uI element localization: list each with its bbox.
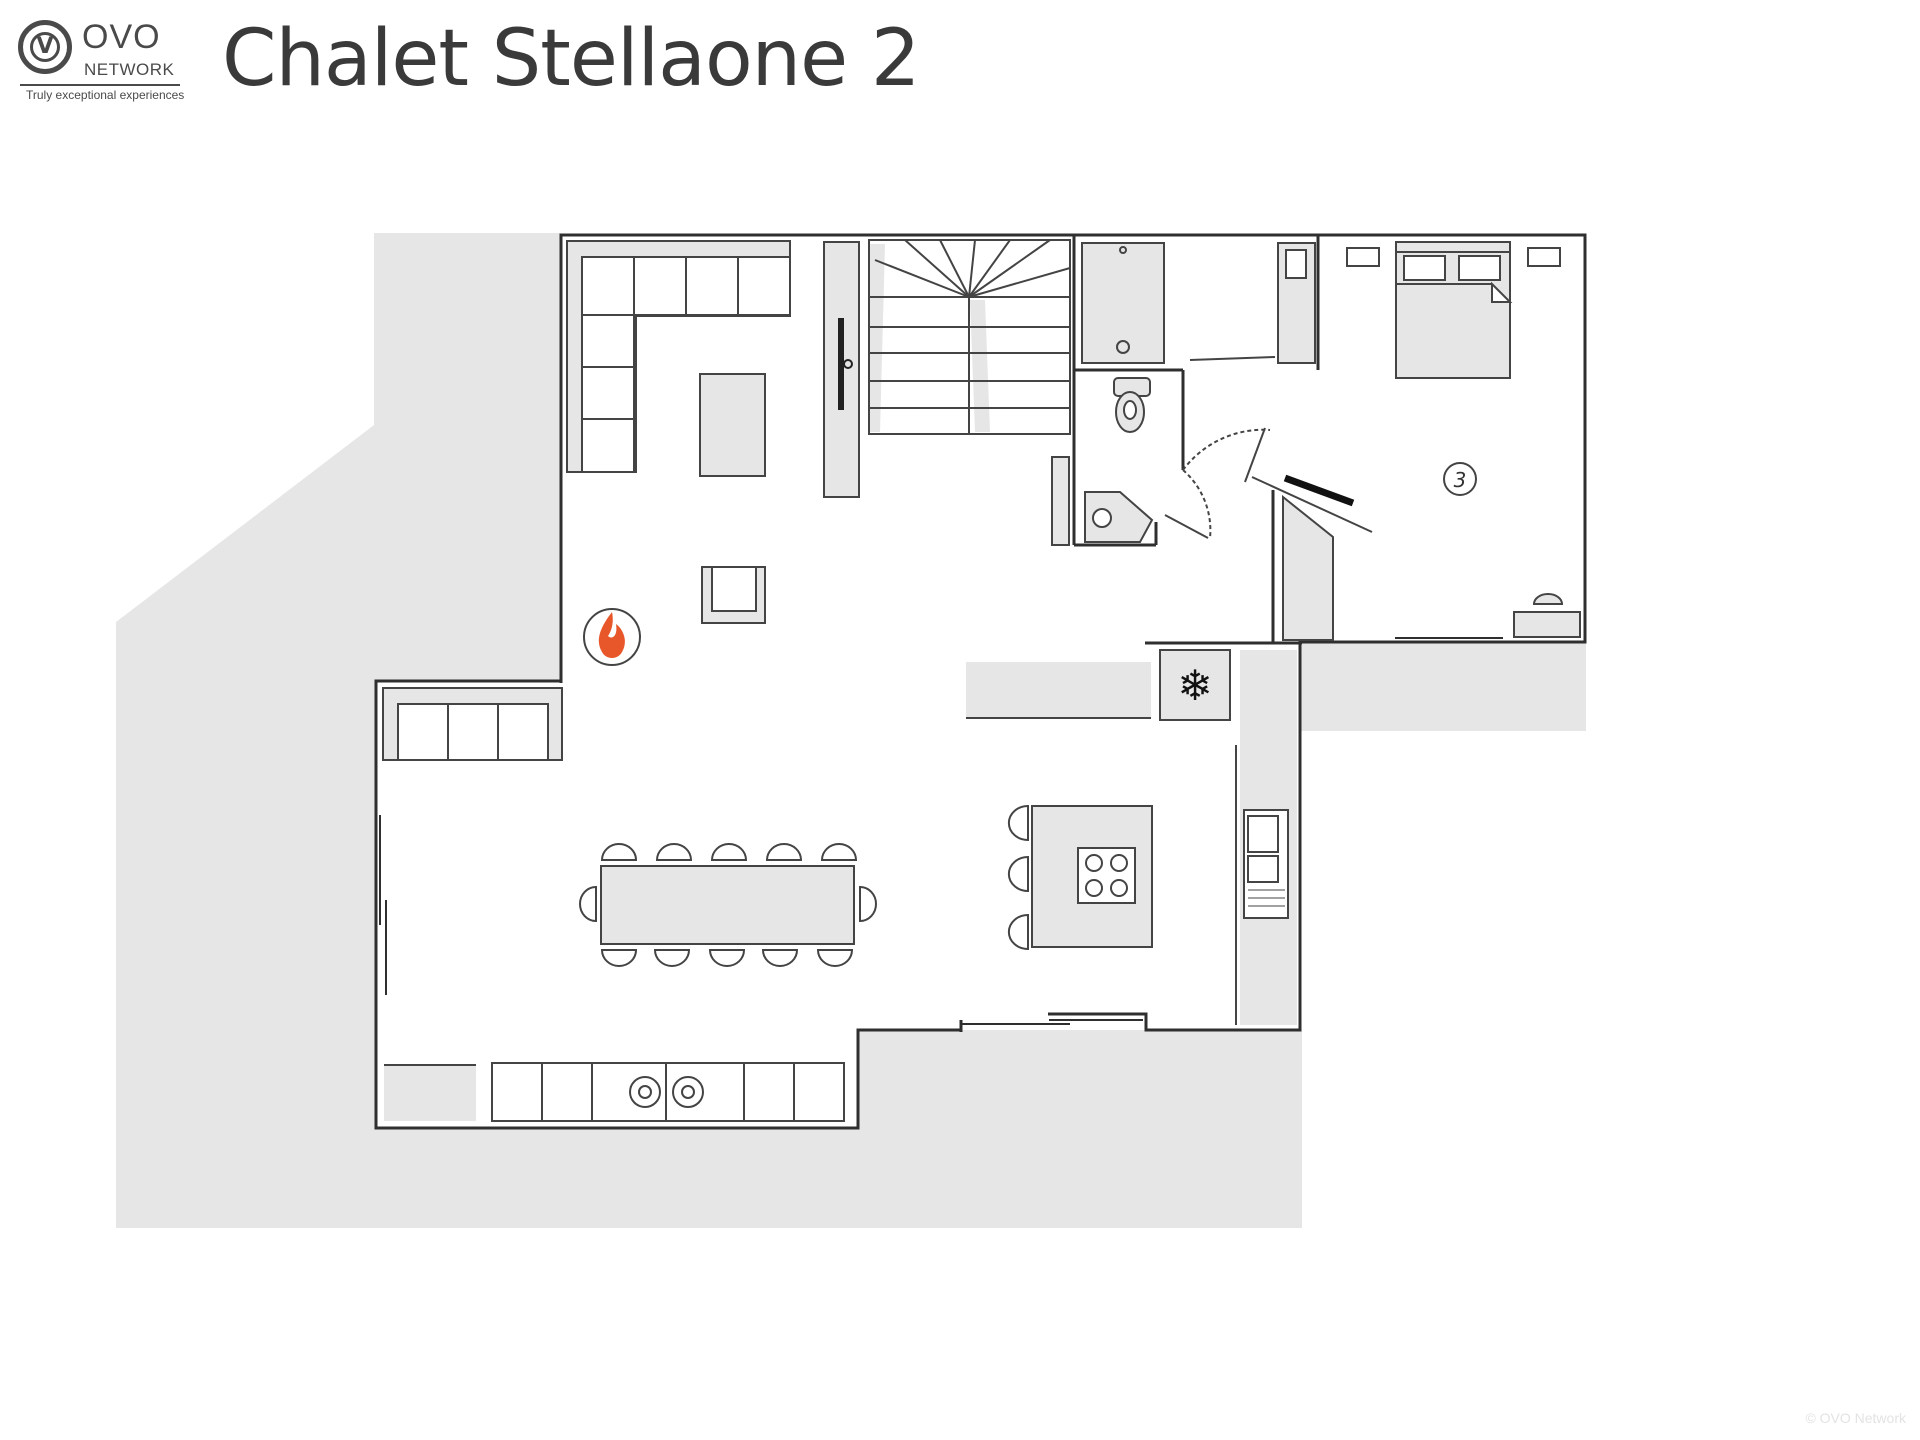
logo-tagline: Truly exceptional experiences	[26, 88, 185, 102]
corner-sofa	[566, 240, 791, 473]
kitchen-island	[1031, 805, 1153, 948]
bedroom-3: 3	[1251, 241, 1581, 641]
copyright-text: © OVO Network	[1805, 1410, 1906, 1426]
logo-rule	[20, 84, 180, 86]
staircase	[868, 239, 1071, 435]
logo-circle-icon: V	[18, 20, 72, 74]
bottom-counter	[384, 1062, 845, 1122]
island-stools	[1007, 804, 1029, 951]
doors	[1182, 427, 1271, 539]
room-number-label: 3	[1454, 468, 1467, 492]
ovo-network-logo: V OVO NETWORK Truly exceptional experien…	[18, 18, 198, 108]
outdoor-areas	[116, 233, 1586, 1228]
page-title: Chalet Stellaone 2	[222, 14, 921, 104]
wc-fixtures	[1084, 377, 1209, 543]
coffee-table	[699, 373, 766, 477]
dining-table	[600, 865, 855, 945]
bathroom-fixtures	[1051, 242, 1316, 546]
kitchen-counters	[966, 649, 1297, 1025]
logo-v-mark: V	[30, 32, 60, 62]
interior-walls	[1072, 236, 1585, 645]
logo-network: NETWORK	[84, 60, 175, 79]
armchair	[701, 566, 766, 624]
sofa	[382, 687, 563, 761]
tv-unit	[823, 241, 860, 498]
fireplace-icon	[583, 608, 641, 666]
snowflake-icon: ❄	[1177, 661, 1212, 710]
windows	[379, 637, 1503, 1025]
dining-chairs	[579, 843, 877, 967]
logo-brand: OVO	[82, 18, 161, 56]
